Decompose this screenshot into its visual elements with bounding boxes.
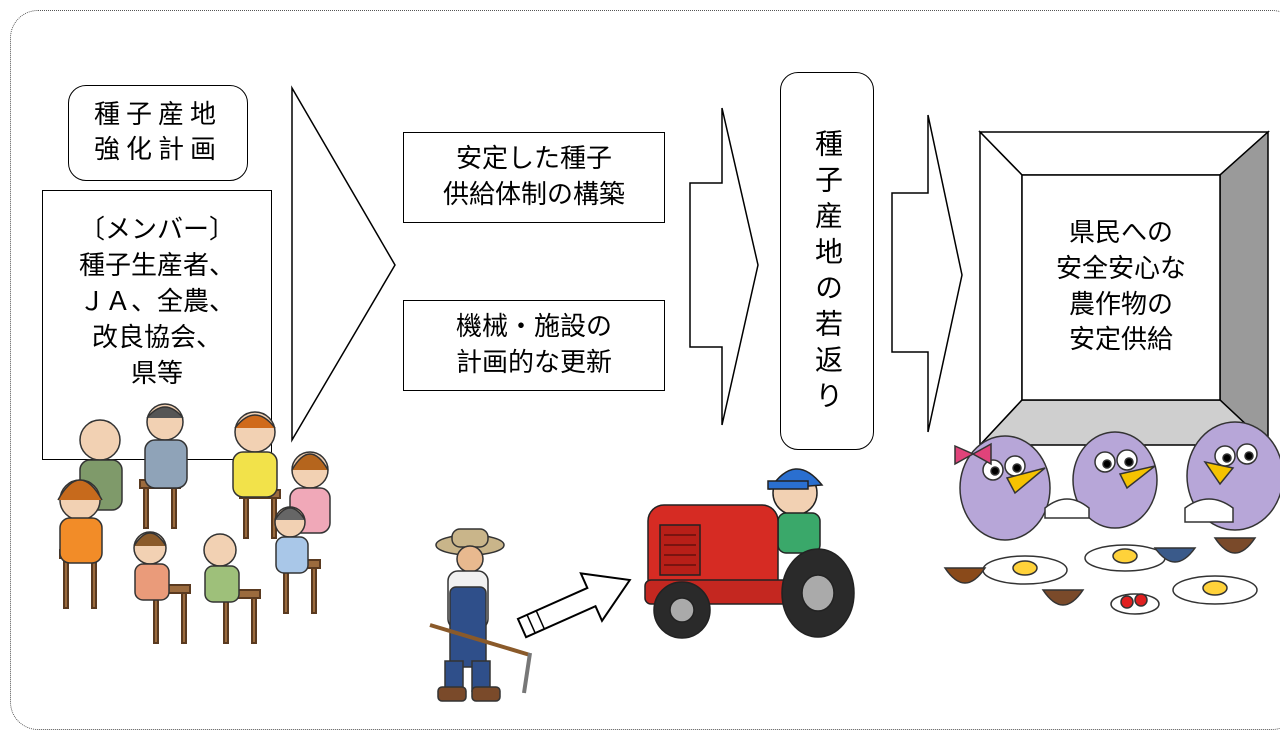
diagram-shapes — [291, 85, 1270, 639]
supply-line2: 安全安心な — [1055, 253, 1186, 284]
bevel-frame — [978, 130, 1270, 447]
tractor-illustration — [644, 468, 855, 639]
members-line: 改良協会、 — [91, 322, 222, 353]
flow-arrow-2 — [689, 107, 759, 426]
plan-title-line1: 種子産地 — [93, 99, 222, 130]
stable-supply-text: 県民への 安全安心な 農作物の 安定供給 — [1022, 175, 1220, 400]
plan-title-box: 種子産地 強化計画 — [68, 85, 248, 181]
supply-line4: 安定供給 — [1068, 325, 1173, 356]
members-line: ＪＡ、全農、 — [78, 286, 235, 317]
result1-line2: 供給体制の構築 — [442, 179, 625, 210]
transition-arrow — [516, 572, 632, 639]
flow-arrow-1 — [291, 85, 396, 443]
meeting-illustration — [57, 403, 331, 644]
result1-line1: 安定した種子 — [455, 144, 612, 175]
stable-seed-supply-box: 安定した種子 供給体制の構築 — [403, 132, 665, 223]
members-heading: 〔メンバー〕 — [78, 215, 235, 245]
members-line: 種子生産者、 — [78, 250, 235, 281]
supply-line3: 農作物の — [1068, 289, 1173, 320]
plan-title-line2: 強化計画 — [93, 135, 222, 165]
rejuvenation-label: 種子産地の若返り — [811, 129, 844, 417]
rejuvenation-box: 種子産地の若返り — [780, 72, 874, 450]
members-line: 県等 — [130, 358, 183, 389]
flow-arrow-3 — [891, 114, 963, 433]
result2-line1: 機械・施設の — [455, 312, 612, 343]
farmer-illustration — [429, 528, 532, 702]
birds-meal-illustration — [943, 421, 1280, 615]
supply-line1: 県民への — [1068, 217, 1173, 248]
equipment-update-box: 機械・施設の 計画的な更新 — [403, 300, 665, 391]
result2-line2: 計画的な更新 — [455, 347, 612, 378]
